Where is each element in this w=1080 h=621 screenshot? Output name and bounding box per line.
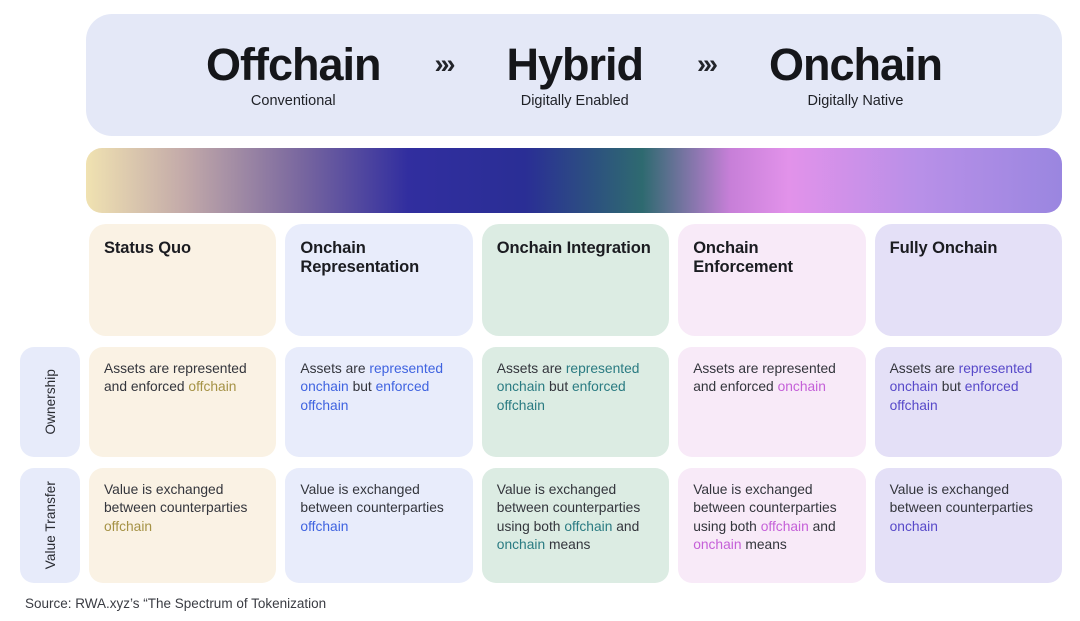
column-header-onchain-integration: Onchain Integration (481, 224, 670, 336)
stage-subtitle: Digitally Enabled (520, 92, 629, 109)
cell-value-transfer-fully-onchain: Value is exchanged between counterpartie… (874, 468, 1062, 583)
row-label-text: Ownership (42, 369, 58, 435)
cell-ownership-status-quo: Assets are represented and enforced offc… (89, 347, 277, 457)
row-label-ownership: Ownership (20, 347, 80, 457)
stage-subtitle: Digitally Native (807, 92, 904, 109)
source-attribution: Source: RWA.xyz’s “The Spectrum of Token… (25, 596, 327, 611)
cell-value-transfer-onchain-integration: Value is exchanged between counterpartie… (481, 468, 670, 583)
column-header-onchain-enforcement: Onchain Enforcement (678, 224, 866, 336)
cell-value-transfer-onchain-representation: Value is exchanged between counterpartie… (285, 468, 473, 583)
column-header-status-quo: Status Quo (89, 224, 277, 336)
tokenization-matrix: Status Quo Onchain Representation Onchai… (20, 224, 1062, 583)
cell-value-transfer-status-quo: Value is exchanged between counterpartie… (89, 468, 277, 583)
spectrum-header: Offchain Conventional ››› Hybrid Digital… (86, 14, 1062, 136)
row-label-value-transfer: Value Transfer (20, 468, 80, 583)
stage-hybrid: Hybrid Digitally Enabled (506, 39, 644, 109)
column-header-onchain-representation: Onchain Representation (285, 224, 473, 336)
stage-title: Offchain (205, 39, 382, 91)
stage-title: Hybrid (506, 39, 644, 91)
chevron-right-icon: ››› (434, 48, 456, 79)
cell-ownership-fully-onchain: Assets are represented onchain but enfor… (874, 347, 1062, 457)
row-label-text: Value Transfer (42, 481, 58, 570)
spectrum-gradient-bar (86, 148, 1062, 213)
cell-ownership-onchain-enforcement: Assets are represented and enforced onch… (678, 347, 866, 457)
column-header-fully-onchain: Fully Onchain (874, 224, 1062, 336)
cell-value-transfer-onchain-enforcement: Value is exchanged between counterpartie… (678, 468, 866, 583)
cell-ownership-onchain-representation: Assets are represented onchain but enfor… (285, 347, 473, 457)
stage-onchain: Onchain Digitally Native (768, 39, 943, 109)
stage-subtitle: Conventional (250, 92, 336, 109)
stage-offchain: Offchain Conventional (205, 39, 382, 109)
stage-title: Onchain (768, 39, 943, 91)
chevron-right-icon: ››› (697, 48, 718, 79)
cell-ownership-onchain-integration: Assets are represented onchain but enfor… (481, 347, 670, 457)
grid-corner-spacer (20, 224, 80, 336)
